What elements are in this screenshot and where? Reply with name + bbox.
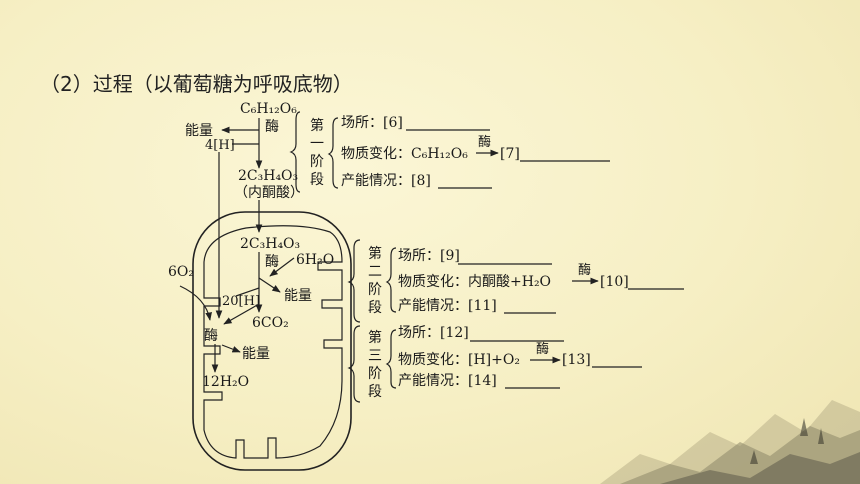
enzyme-label-3: 酶: [204, 328, 218, 344]
stage1-inner-brace: [327, 117, 339, 189]
energy-label-3: 能量: [242, 346, 270, 362]
stage2-change-result: [10]: [600, 274, 629, 290]
stage2-place-label: 场所：[9]: [398, 248, 460, 264]
enzyme-label-1: 酶: [265, 119, 279, 135]
mitochondrion-outer-membrane: [192, 211, 352, 471]
stage3-name-2: 三: [368, 348, 382, 364]
stage3-place-label: 场所：[12]: [398, 325, 469, 341]
stage3-change-label: 物质变化：[H]+O₂: [398, 352, 520, 368]
stage3-name-4: 段: [368, 384, 382, 400]
arrow-to-energy-2: [258, 277, 281, 293]
glucose-label: C₆H₁₂O₆: [240, 101, 297, 117]
stage2-change-enzyme: 酶: [578, 262, 591, 278]
co2-label: 6CO₂: [252, 315, 289, 331]
arrow-to-energy-3: [221, 344, 241, 353]
arrow-20h-down: [223, 303, 260, 325]
stage2-energy-label: 产能情况：[11]: [398, 298, 497, 314]
stage1-change-enzyme: 酶: [478, 134, 491, 150]
energy-label-2: 能量: [284, 288, 312, 304]
stage3-change-enzyme: 酶: [536, 341, 549, 357]
pyruvate-name-label: （内酮酸）: [234, 185, 304, 201]
energy-label-1: 能量: [185, 123, 213, 139]
stage1-name-3: 阶: [310, 154, 324, 170]
stage1-brace: [289, 111, 301, 193]
stage2-name-3: 阶: [368, 282, 382, 298]
arrow-oxygen-in: [179, 285, 212, 321]
stage2-inner-brace: [385, 247, 397, 313]
stage1-change-result: [7]: [500, 146, 520, 162]
stage3-change-result: [13]: [562, 352, 591, 368]
line-to-20h: [235, 287, 260, 297]
water-12-label: 12H₂O: [202, 374, 249, 390]
stage1-place-label: 场所：[6]: [341, 115, 403, 131]
stage1-energy-label: 产能情况：[8]: [341, 173, 431, 189]
stage3-name-3: 阶: [368, 366, 382, 382]
stage2-brace: [347, 239, 361, 323]
pyruvate-label-2: 2C₃H₄O₃: [240, 236, 300, 252]
hydrogen-4-label: 4[H]: [205, 138, 235, 153]
enzyme-label-2: 酶: [265, 254, 279, 270]
stage3-name-1: 第: [368, 329, 382, 346]
stage1-change-label: 物质变化：C₆H₁₂O₆: [341, 146, 468, 162]
stage1-name-4: 段: [310, 172, 324, 188]
oxygen-label: 6O₂: [168, 264, 194, 280]
stage3-inner-brace: [385, 329, 397, 389]
mountain-landscape-decoration: [600, 400, 860, 484]
stage3-brace: [347, 325, 361, 403]
page-heading: （2）过程（以葡萄糖为呼吸底物）: [40, 72, 353, 96]
stage2-name-2: 二: [368, 264, 382, 280]
stage2-name-4: 段: [368, 300, 382, 316]
arrow-water-in: [269, 257, 295, 277]
stage2-change-label: 物质变化：内酮酸+H₂O: [398, 274, 551, 290]
water-6-label: 6H₂O: [296, 252, 334, 268]
pyruvate-label-1: 2C₃H₄O₃: [238, 168, 298, 184]
stage3-energy-label: 产能情况：[14]: [398, 373, 497, 389]
stage1-name-1: 第: [310, 117, 324, 134]
stage2-name-1: 第: [368, 245, 382, 262]
stage1-name-2: 一: [310, 136, 324, 152]
hydrogen-20-label: 20[H]: [222, 294, 260, 309]
mitochondrion-inner-membrane: [203, 225, 343, 459]
